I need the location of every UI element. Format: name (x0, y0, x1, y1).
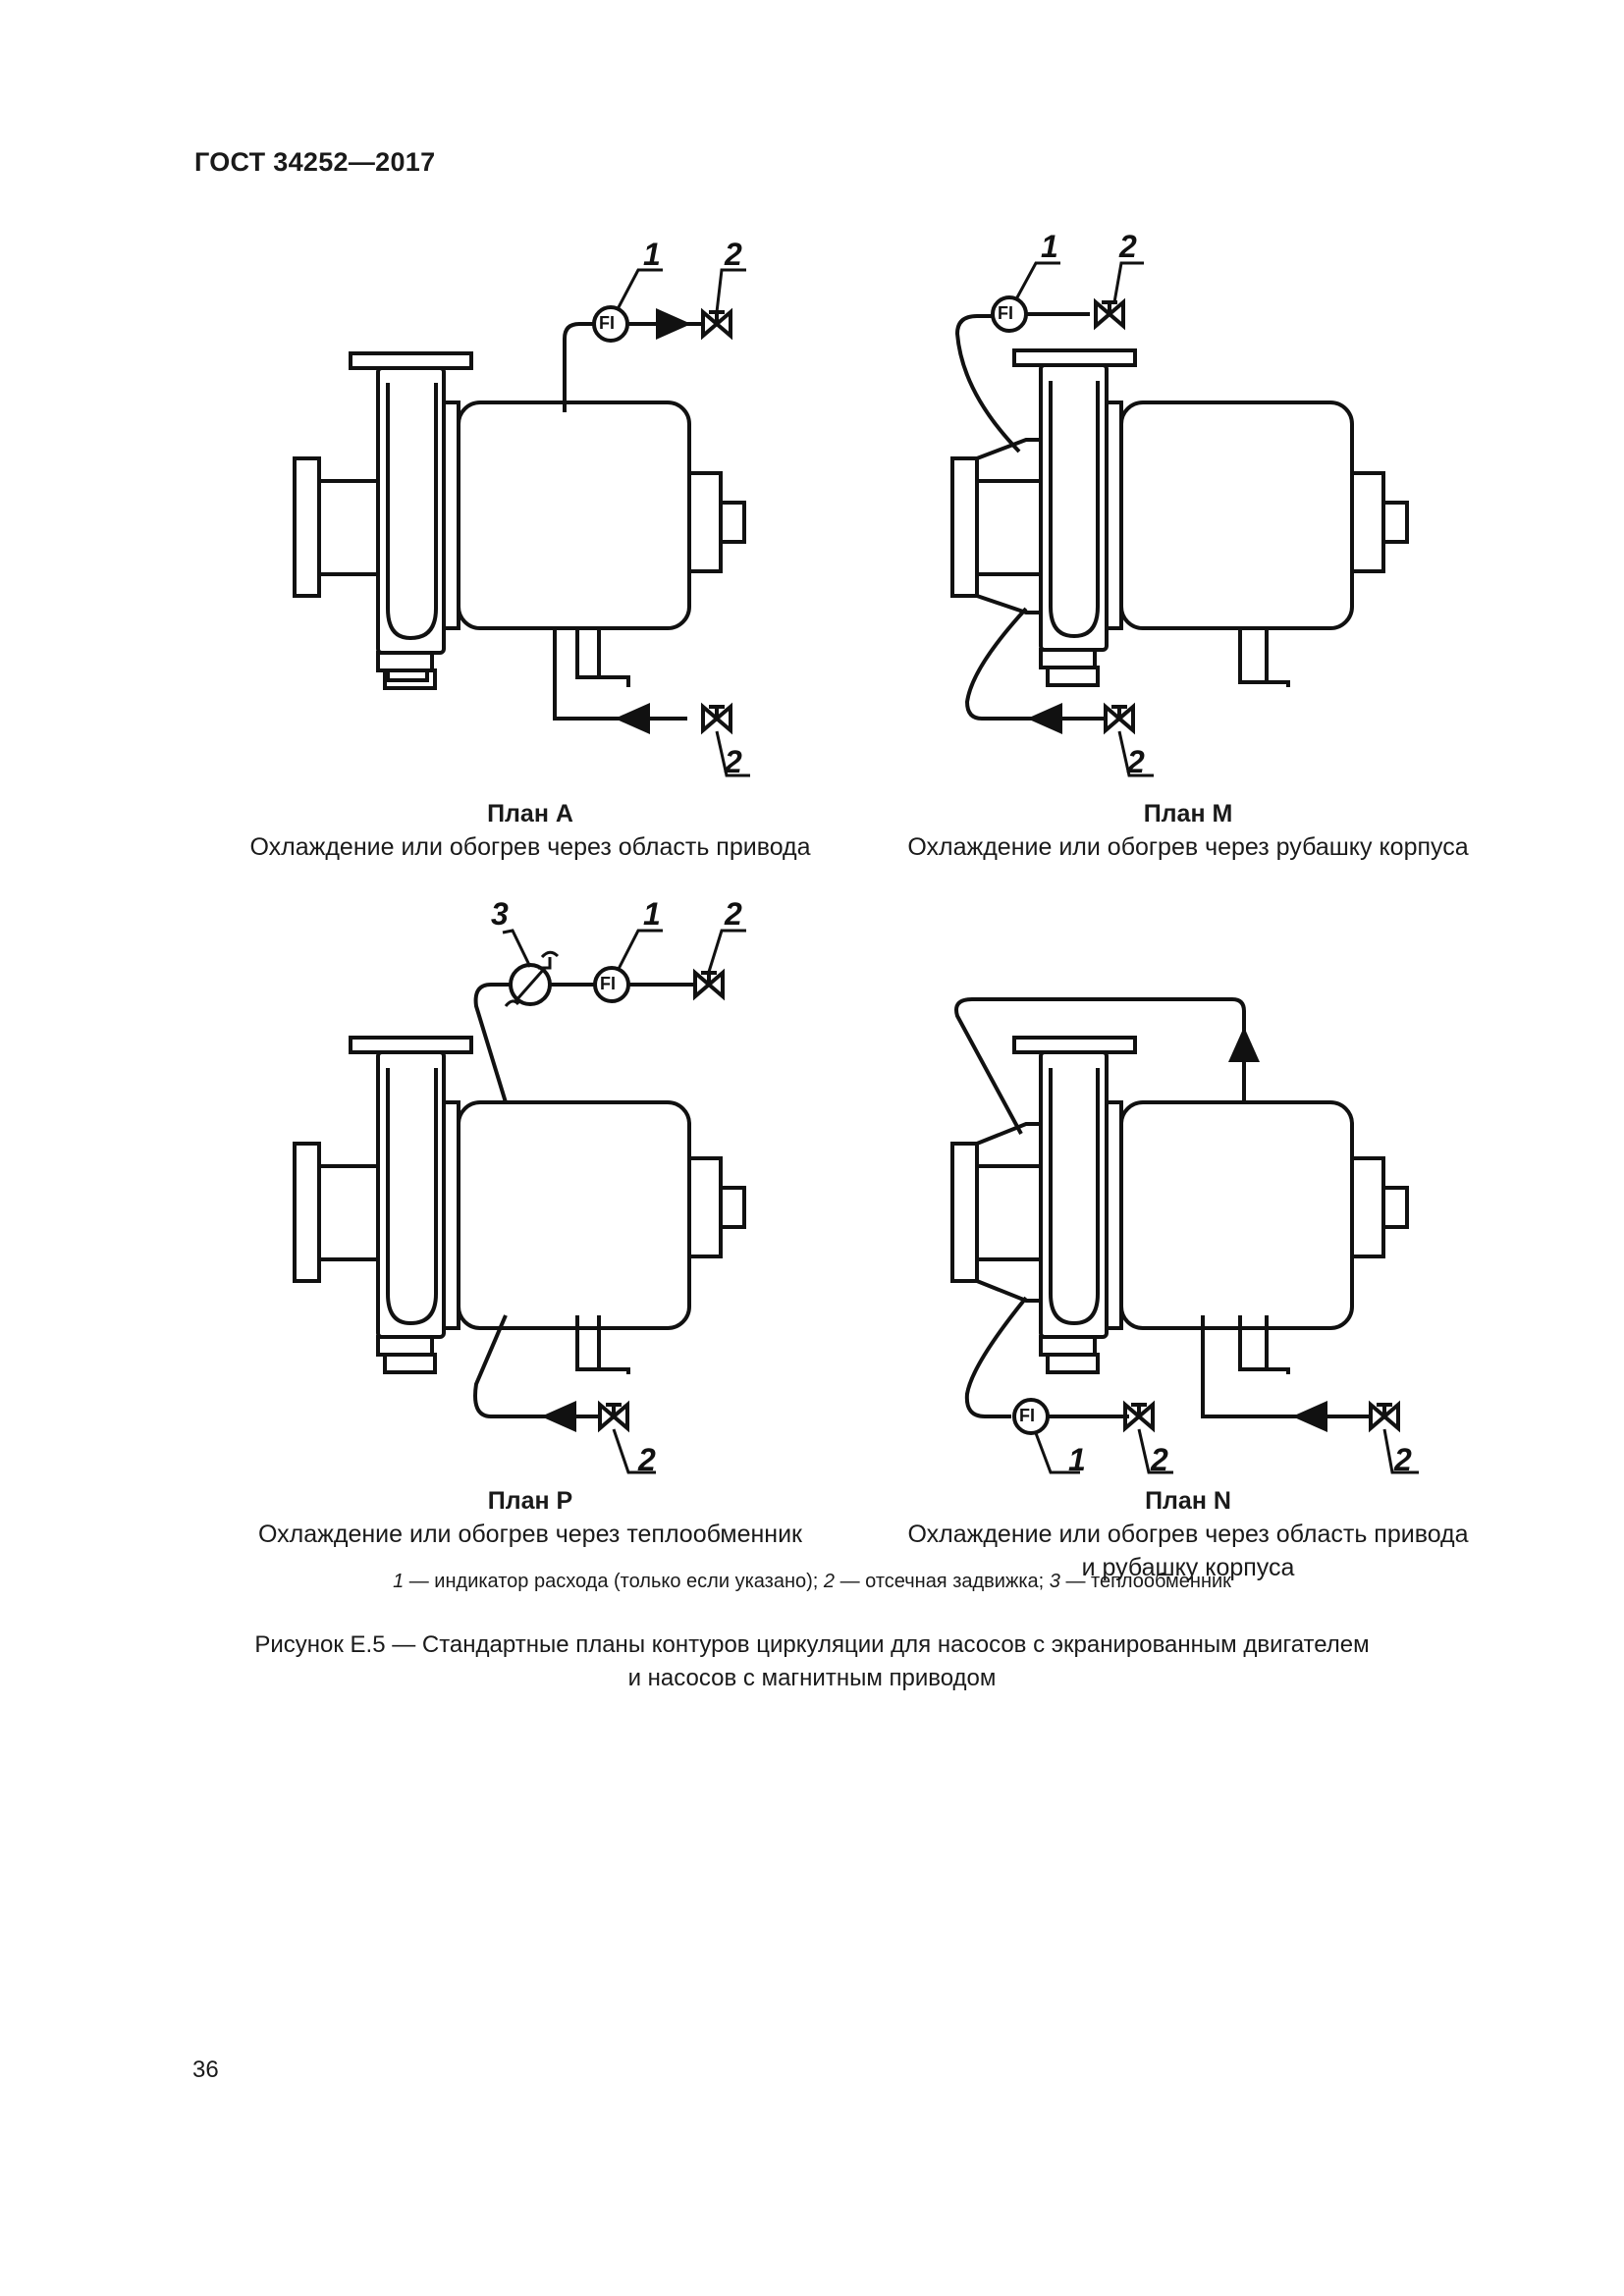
legend-text-1: — индикатор расхода (только если указано… (404, 1571, 824, 1592)
marker-2-m-bottom: 2 (1126, 744, 1145, 779)
plan-m-caption: План М Охлаждение или обогрев через руба… (864, 797, 1512, 864)
plan-m-title: План М (1143, 800, 1233, 828)
plan-a-subtitle: Охлаждение или обогрев через область при… (249, 833, 811, 861)
figure-legend: 1 — индикатор расхода (только если указа… (0, 1571, 1624, 1593)
plan-n-subtitle-line1: Охлаждение или обогрев через область при… (907, 1521, 1469, 1548)
fi-symbol-n: FI (1019, 1406, 1035, 1425)
plan-m-diagram (950, 295, 1409, 734)
plan-n-diagram (950, 997, 1409, 1435)
marker-2-a-top: 2 (724, 237, 742, 272)
plan-m-subtitle: Охлаждение или обогрев через рубашку кор… (907, 833, 1469, 861)
legend-text-3: — теплообменник (1059, 1571, 1231, 1592)
legend-number-1: 1 (393, 1571, 405, 1592)
heat-exchanger-symbol (504, 950, 560, 1007)
page-number: 36 (192, 2056, 219, 2083)
figure-caption-line2: и насосов с магнитным приводом (627, 1665, 997, 1691)
marker-1-n: 1 (1068, 1442, 1086, 1477)
document-id: ГОСТ 34252—2017 (194, 147, 436, 177)
plan-a-caption: План А Охлаждение или обогрев через обла… (177, 797, 884, 864)
marker-2-p-bottom: 2 (637, 1442, 656, 1477)
marker-2-n-right: 2 (1393, 1442, 1412, 1477)
plan-p-subtitle: Охлаждение или обогрев через теплообменн… (258, 1521, 802, 1548)
fi-symbol-p: FI (600, 974, 616, 993)
legend-number-3: 3 (1049, 1571, 1060, 1592)
legend-text-2: — отсечная задвижка; (835, 1571, 1050, 1592)
marker-2-m-top: 2 (1118, 229, 1137, 264)
circulation-plans-figure: FI 1 2 2 FI 1 2 2 (293, 229, 1419, 1477)
marker-2-p-top: 2 (724, 896, 742, 932)
plan-p-title: План Р (487, 1487, 573, 1515)
marker-3-p: 3 (491, 896, 509, 932)
plan-n-subtitle-line2: и рубашку корпуса (1081, 1554, 1295, 1581)
marker-2-a-bottom: 2 (724, 744, 742, 779)
plan-n-caption: План N Охлаждение или обогрев через обла… (864, 1484, 1512, 1584)
plan-a-diagram (293, 305, 746, 734)
plan-a-title: План А (487, 800, 573, 828)
plan-n-title: План N (1145, 1487, 1231, 1515)
figure-caption-line1: Рисунок Е.5 — Стандартные планы контуров… (254, 1631, 1370, 1658)
marker-1-p: 1 (643, 896, 661, 932)
plan-p-diagram (293, 963, 746, 1432)
figure-caption: Рисунок Е.5 — Стандартные планы контуров… (0, 1629, 1624, 1695)
fi-symbol-a: FI (599, 313, 615, 333)
marker-2-n-middle: 2 (1150, 1442, 1168, 1477)
legend-number-2: 2 (823, 1571, 836, 1592)
marker-1-m: 1 (1041, 229, 1058, 264)
marker-1-a: 1 (643, 237, 661, 272)
plan-p-caption: План Р Охлаждение или обогрев через тепл… (177, 1484, 884, 1551)
fi-symbol-m: FI (998, 303, 1013, 323)
